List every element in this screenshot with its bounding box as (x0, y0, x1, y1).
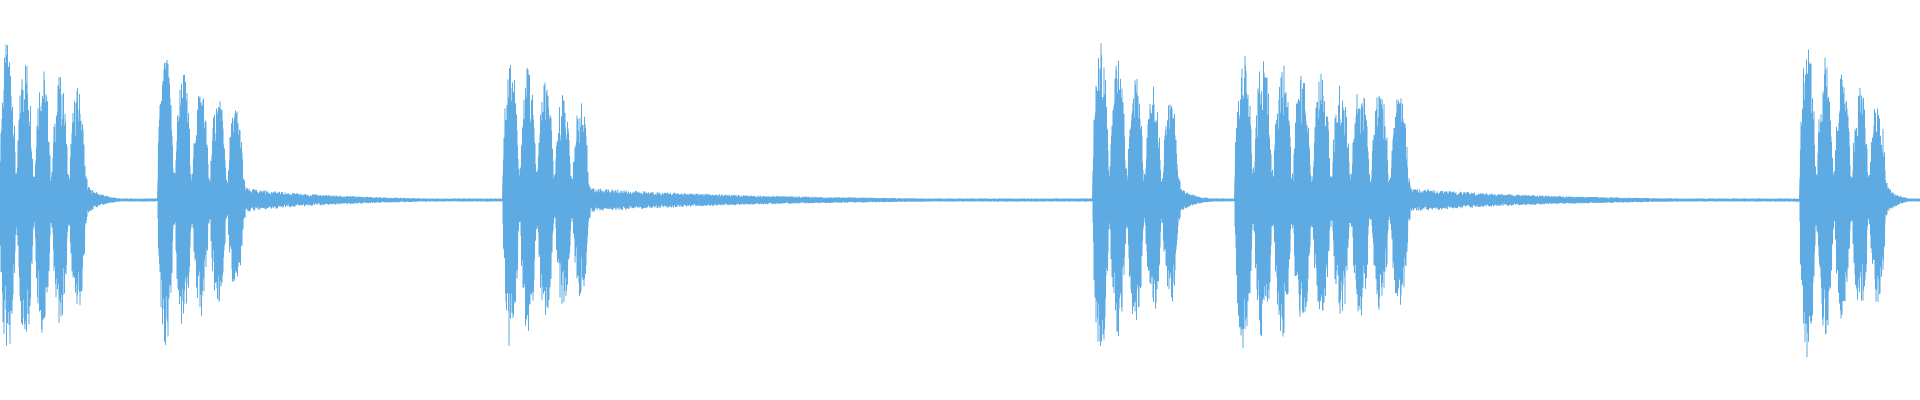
waveform-trace (0, 43, 1920, 358)
